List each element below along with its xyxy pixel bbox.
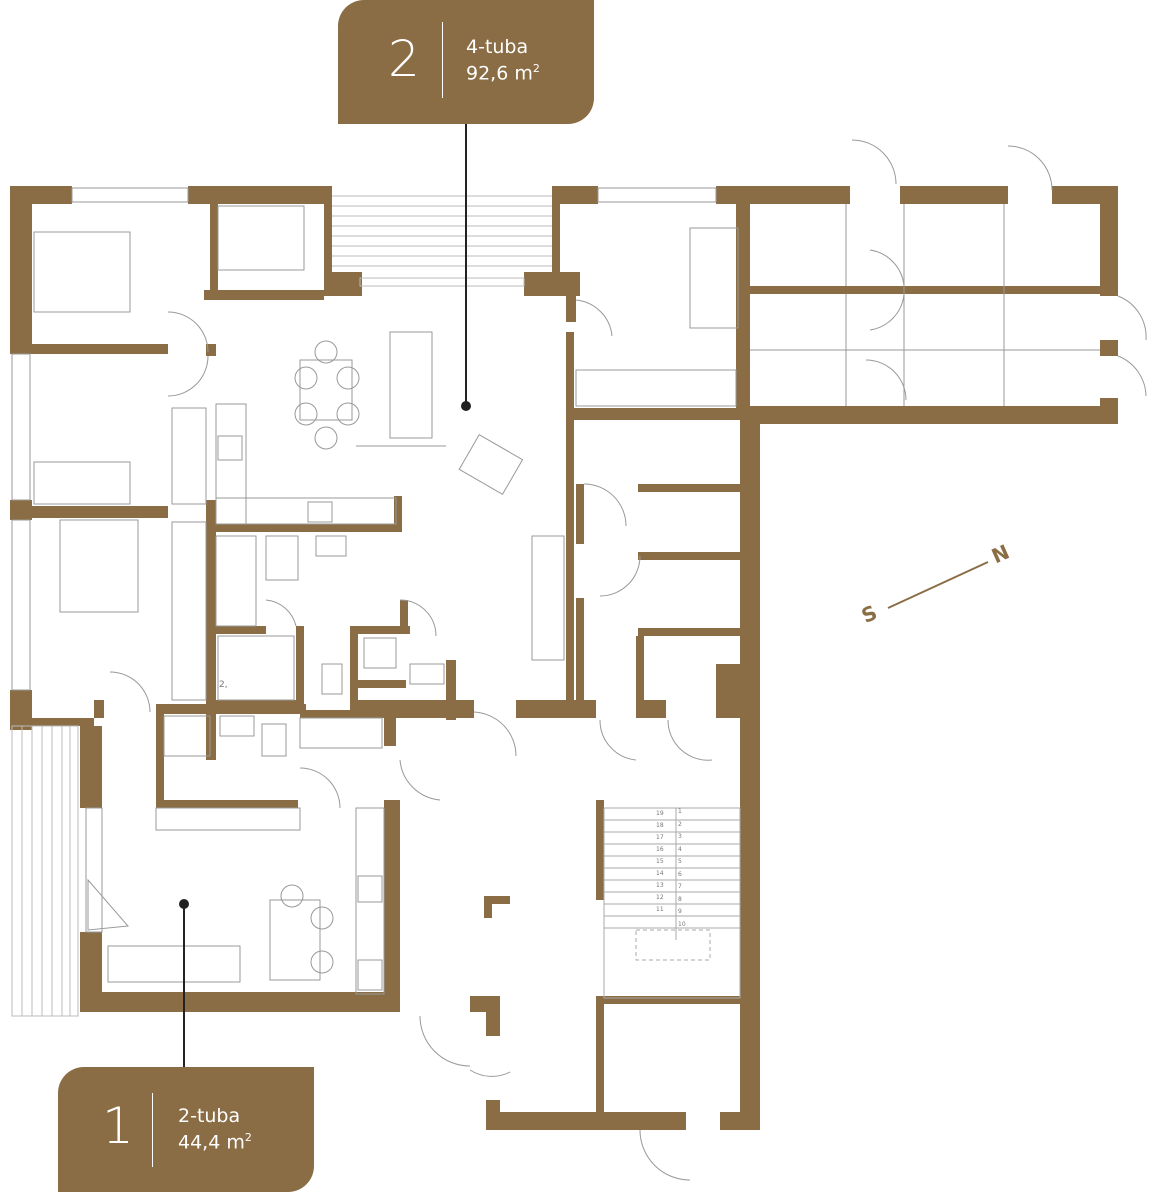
stair-step-number: 15	[656, 858, 664, 865]
unit-type: 2-tuba	[178, 1105, 241, 1127]
unit-type: 4-tuba	[466, 36, 529, 58]
room-label: 2,	[219, 680, 228, 690]
stair-step-number: 19	[656, 810, 664, 817]
stair-step-number: 14	[656, 870, 664, 877]
stair-step-number: 7	[678, 883, 682, 890]
stair-step-number: 3	[678, 833, 682, 840]
fixtures	[11, 139, 1147, 1181]
stair-step-number: 2	[678, 820, 682, 828]
stair-step-number: 18	[656, 822, 664, 829]
unit-badge-1: 1 2-tuba 44,4 m2	[58, 1067, 314, 1192]
unit-area: 92,6 m2	[466, 62, 540, 84]
stair-step-number: 16	[656, 846, 664, 853]
unit-number: 1	[102, 1097, 134, 1155]
stair-step-number: 6	[678, 870, 682, 878]
unit-badge-2: 2 4-tuba 92,6 m2	[338, 0, 594, 124]
unit-area-sup: 2	[532, 62, 540, 75]
leader-lines	[179, 124, 471, 1068]
unit-area-value: 92,6 m	[466, 62, 533, 85]
walls	[10, 186, 1118, 1130]
badge-divider	[152, 1093, 153, 1167]
unit-area: 44,4 m2	[178, 1131, 252, 1153]
stair-step-number: 10	[678, 920, 686, 928]
stair-step-number: 4	[678, 845, 682, 853]
compass-line	[887, 561, 989, 609]
stair-step-number: 12	[656, 894, 664, 901]
unit-number: 2	[388, 30, 420, 88]
unit-area-value: 44,4 m	[178, 1131, 245, 1154]
stair-step-number: 5	[678, 858, 682, 865]
stair-step-number: 17	[656, 834, 664, 841]
stair-step-number: 13	[656, 882, 664, 889]
unit-area-sup: 2	[244, 1131, 252, 1144]
stair-step-number: 8	[678, 895, 682, 903]
stair-step-number: 11	[656, 906, 664, 913]
badge-divider	[442, 22, 443, 98]
stair-step-number: 1	[678, 808, 682, 815]
stair-step-number: 9	[678, 908, 682, 915]
